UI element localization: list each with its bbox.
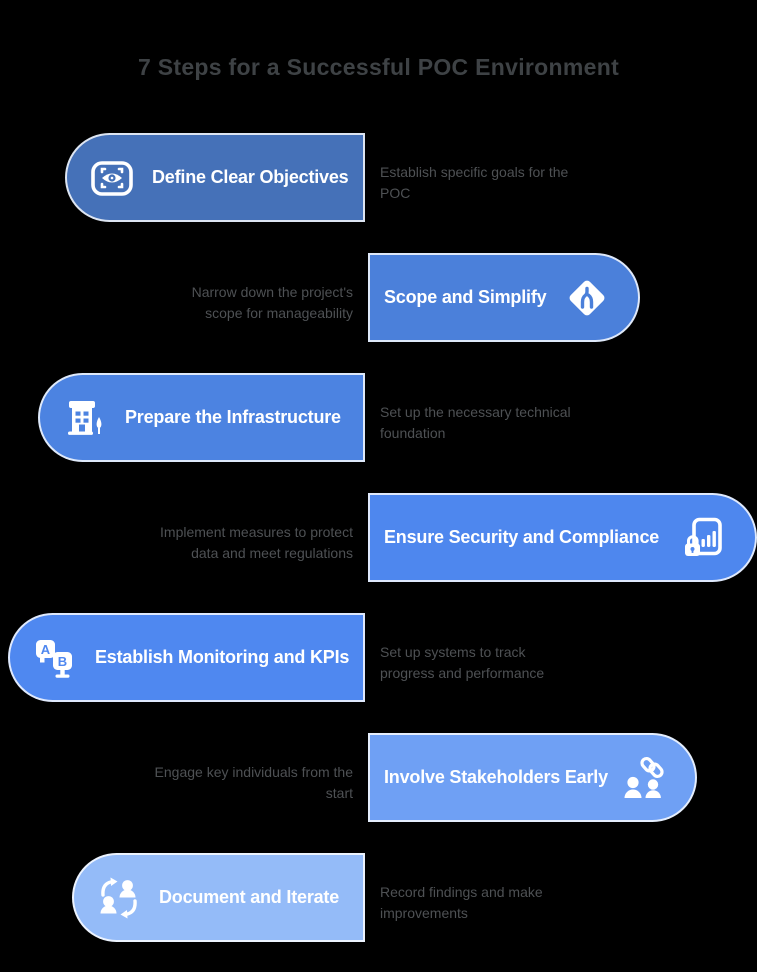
stakeholders-link-icon — [624, 756, 664, 798]
svg-text:B: B — [58, 654, 67, 669]
step-pill-scope-and-simplify: Scope and Simplify — [368, 253, 640, 342]
people-iterate-icon — [100, 877, 137, 918]
step-description: Record findings and make improvements — [380, 884, 543, 921]
step-label: Establish Monitoring and KPIs — [95, 647, 350, 667]
svg-text:A: A — [41, 642, 51, 657]
document-lock-chart-icon — [685, 517, 722, 556]
step-pill-involve-stakeholders-early: Involve Stakeholders Early — [368, 733, 697, 822]
step-label: Scope and Simplify — [384, 287, 547, 307]
step-description: Engage key individuals from the start — [154, 764, 353, 801]
step-description: Establish specific goals for the POC — [380, 164, 569, 201]
scan-eye-icon — [91, 160, 133, 196]
step-pill-define-clear-objectives: Define Clear Objectives — [65, 133, 365, 222]
step-pill-prepare-the-infrastructure: Prepare the Infrastructure — [38, 373, 365, 462]
ab-test-monitors-icon: A B — [36, 639, 72, 678]
step-label: Involve Stakeholders Early — [384, 767, 608, 787]
step-description: Set up systems to track progress and per… — [380, 644, 545, 681]
step-label: Prepare the Infrastructure — [125, 407, 341, 427]
building-icon — [68, 400, 102, 435]
step-pill-document-and-iterate: Document and Iterate — [72, 853, 365, 942]
step-description: Implement measures to protect data and m… — [160, 524, 353, 561]
step-description: Set up the necessary technical foundatio… — [380, 404, 571, 441]
merge-diamond-icon — [569, 280, 605, 315]
step-description: Narrow down the project's scope for mana… — [191, 284, 353, 321]
step-label: Define Clear Objectives — [152, 167, 349, 187]
step-pill-ensure-security-and-compliance: Ensure Security and Compliance — [368, 493, 757, 582]
step-label: Ensure Security and Compliance — [384, 527, 660, 547]
step-label: Document and Iterate — [159, 887, 340, 907]
step-pill-establish-monitoring-and-kpis: A B Establish Monitoring and KPIs — [8, 613, 365, 702]
page-title: 7 Steps for a Successful POC Environment — [137, 54, 620, 80]
